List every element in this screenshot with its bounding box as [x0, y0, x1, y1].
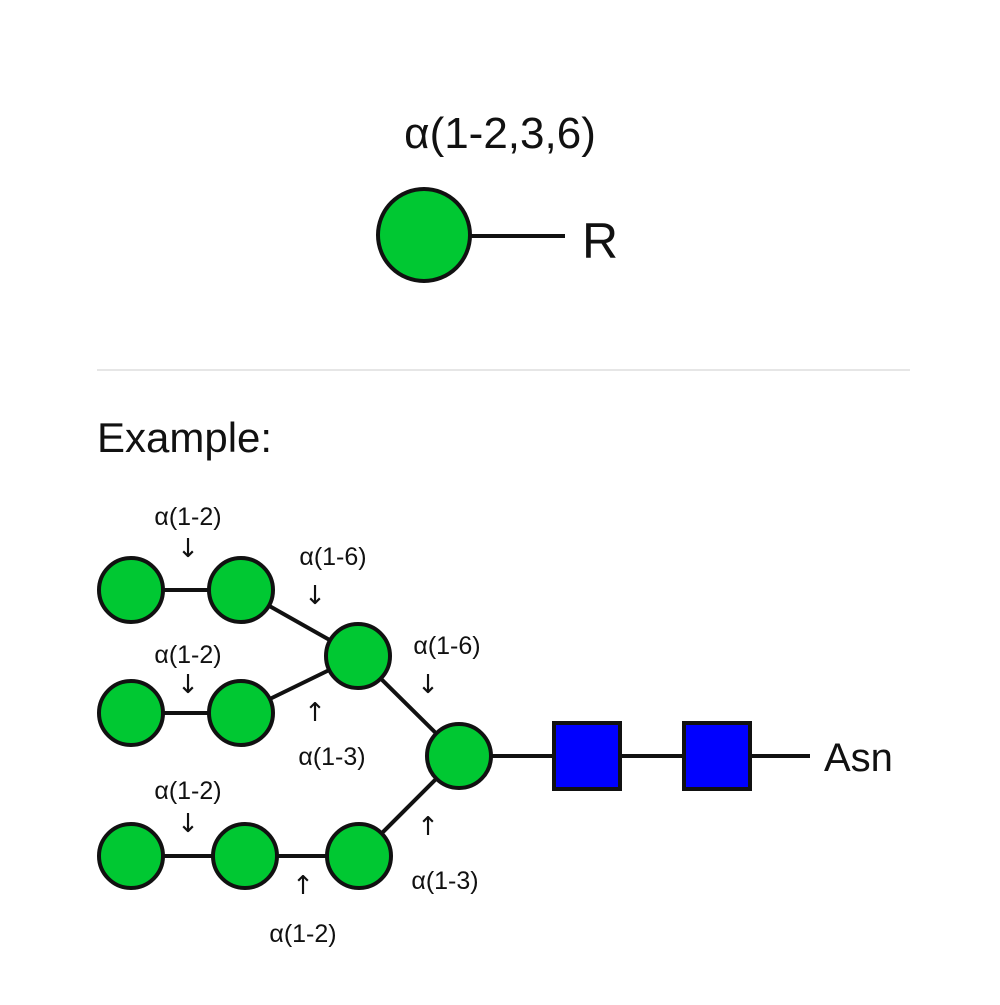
example-linkage-annotations: α(1-2) ↓ α(1-6) ↓ α(1-2) ↓ ↑ α(1-3) α(1-…: [154, 503, 480, 948]
legend-residue-label: R: [582, 213, 618, 269]
mannose-middle-inner: [207, 679, 275, 747]
glcnac-square-1: [552, 721, 622, 791]
arrow-down-icon: ↓: [177, 534, 199, 564]
example-glcnac-residues: [552, 721, 752, 791]
arrow-down-icon: ↓: [177, 809, 199, 839]
linkage-label-lower-outer: α(1-2): [154, 777, 221, 805]
linkage-label-upper-inner: α(1-6): [299, 543, 366, 571]
arrow-down-icon: ↓: [177, 670, 199, 700]
example-mannose-residues: [97, 556, 493, 890]
linkage-label-upper-outer: α(1-2): [154, 503, 221, 531]
linkage-label-middle-inner: α(1-3): [298, 743, 365, 771]
linkage-label-middle-outer: α(1-2): [154, 641, 221, 669]
legend-linkage-label: α(1-2,3,6): [404, 109, 596, 158]
mannose-lower-3: [325, 822, 393, 890]
arrow-down-icon: ↓: [417, 670, 439, 700]
linkage-label-lower-inner: α(1-2): [269, 920, 336, 948]
mannose-lower-1: [97, 822, 165, 890]
mannose-lower-2: [211, 822, 279, 890]
linkage-label-branch-upper: α(1-6): [413, 632, 480, 660]
mannose-middle-outer: [97, 679, 165, 747]
arrow-up-icon: ↑: [292, 871, 314, 901]
arrow-up-icon: ↑: [417, 812, 439, 842]
mannose-upper-inner: [207, 556, 275, 624]
glcnac-square-2: [682, 721, 752, 791]
example-heading: Example:: [97, 414, 272, 461]
arrow-up-icon: ↑: [304, 698, 326, 728]
mannose-branch-upper: [324, 622, 392, 690]
linkage-label-branch-lower: α(1-3): [411, 867, 478, 895]
mannose-core: [425, 722, 493, 790]
legend-mannose-circle: [376, 187, 472, 283]
mannose-upper-outer: [97, 556, 165, 624]
asn-label: Asn: [824, 736, 893, 780]
arrow-down-icon: ↓: [304, 581, 326, 611]
